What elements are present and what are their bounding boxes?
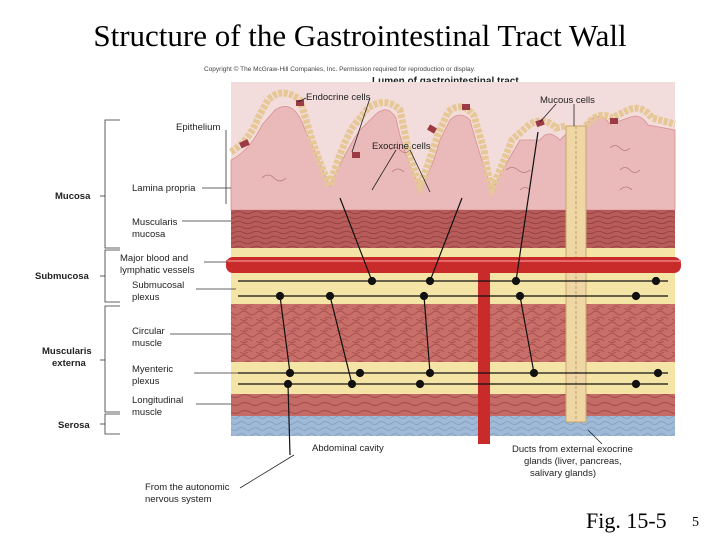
major-blood-vessel: [226, 257, 681, 273]
label-submucosal-plexus: Submucosal: [132, 280, 184, 291]
lamina-propria: [230, 106, 676, 211]
label-myenteric-plexus: Myenteric: [132, 364, 173, 375]
nerve-plexus: [238, 131, 668, 456]
label-autonomic-1: From the autonomic: [145, 482, 230, 493]
label-ducts-2: glands (liver, pancreas,: [524, 456, 622, 467]
group-muscularis: Muscularis: [42, 346, 92, 357]
circular-muscle-layer: [231, 304, 675, 362]
label-mucous-cells: Mucous cells: [540, 95, 595, 106]
group-externa: externa: [52, 358, 87, 369]
vertical-vessel: [478, 266, 490, 444]
copyright-notice: Copyright © The McGraw-Hill Companies, I…: [204, 65, 475, 73]
label-lamina-propria: Lamina propria: [132, 183, 196, 194]
label-circular-muscle: Circular: [132, 326, 165, 337]
label-abdominal-cavity: Abdominal cavity: [312, 443, 384, 454]
label-epithelium: Epithelium: [176, 122, 220, 133]
page-number: 5: [692, 515, 699, 530]
label-exocrine-cells: Exocrine cells: [372, 141, 431, 152]
lumen-label: Lumen of gastrointestinal tract: [372, 76, 519, 87]
callout-leaders: [239, 97, 603, 489]
label-longitudinal-muscle-2: muscle: [132, 407, 162, 418]
label-muscularis-mucosa-2: mucosa: [132, 229, 166, 240]
figure-reference: Fig. 15-5: [586, 508, 667, 533]
label-longitudinal-muscle: Longitudinal: [132, 395, 183, 406]
myenteric-layer: [231, 362, 675, 394]
label-muscularis-mucosa: Muscularis: [132, 217, 178, 228]
label-circular-muscle-2: muscle: [132, 338, 162, 349]
epithelium-layer: [229, 89, 676, 198]
label-blood-vessels-2: lymphatic vessels: [120, 265, 195, 276]
group-submucosa: Submucosa: [35, 271, 90, 282]
group-mucosa: Mucosa: [55, 191, 91, 202]
layer-brackets: [100, 119, 238, 435]
label-ducts-1: Ducts from external exocrine: [512, 444, 633, 455]
muscularis-mucosa-layer: [231, 210, 675, 248]
group-serosa: Serosa: [58, 420, 90, 431]
label-myenteric-plexus-2: plexus: [132, 376, 160, 387]
lamina-cells: [261, 145, 641, 191]
label-endocrine-cells: Endocrine cells: [306, 92, 371, 103]
serosa-layer: [231, 416, 675, 436]
slide-title: Structure of the Gastrointestinal Tract …: [93, 18, 627, 53]
label-blood-vessels: Major blood and: [120, 253, 188, 264]
secretory-cells: [239, 100, 618, 158]
label-submucosal-plexus-2: plexus: [132, 292, 160, 303]
label-autonomic-2: nervous system: [145, 494, 212, 505]
longitudinal-muscle-layer: [231, 394, 675, 416]
label-ducts-3: salivary glands): [530, 468, 596, 479]
